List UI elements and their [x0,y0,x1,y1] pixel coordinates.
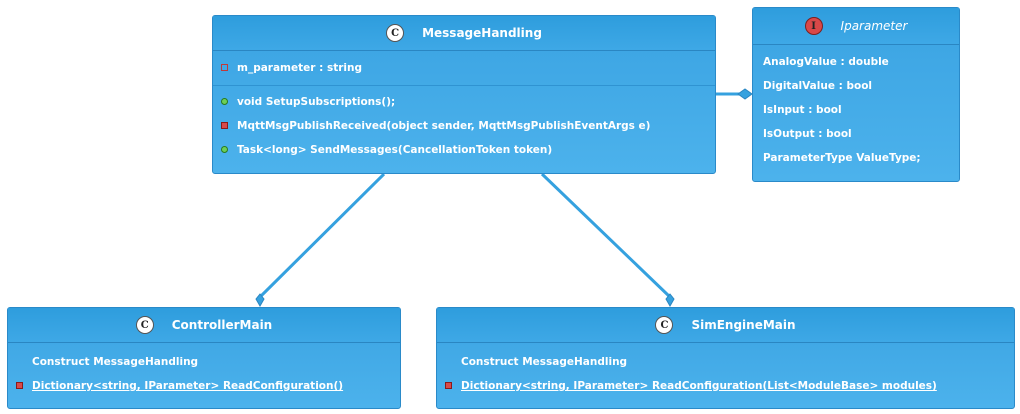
interface-iparameter[interactable]: I Iparameter AnalogValue : double Digita… [752,7,960,182]
fields-section: AnalogValue : double DigitalValue : bool… [753,45,959,170]
private-method-icon [445,382,452,389]
class-message-handling[interactable]: C MessageHandling m_parameter : string v… [212,15,716,174]
method-row: MqttMsgPublishReceived(object sender, Mq… [213,114,715,138]
members-section: Construct MessageHandling Dictionary<str… [437,343,1014,398]
method-row: Task<long> SendMessages(CancellationToke… [213,138,715,162]
class-header: C SimEngineMain [437,308,1014,343]
diamond-controllermain [255,293,265,308]
private-field-icon [221,64,228,71]
class-c-icon: C [655,316,674,334]
member-text: Construct MessageHandling [461,356,628,368]
field-row: ParameterType ValueType; [753,146,959,170]
field-text: m_parameter : string [237,62,362,74]
diamond-iparameter [737,88,753,100]
field-row: m_parameter : string [213,56,715,80]
public-method-icon [221,98,228,105]
field-text: DigitalValue : bool [763,80,873,92]
field-text: ParameterType ValueType; [763,152,921,164]
field-row: IsInput : bool [753,98,959,122]
member-row: Construct MessageHandling [8,350,400,374]
member-row: Dictionary<string, IParameter> ReadConfi… [8,374,400,398]
member-row: Dictionary<string, IParameter> ReadConfi… [437,374,1014,398]
private-method-icon [221,122,228,129]
class-header: C ControllerMain [8,308,400,343]
public-method-icon [221,146,228,153]
class-header: C MessageHandling [213,16,715,51]
class-header: I Iparameter [753,8,959,45]
methods-section: void SetupSubscriptions(); MqttMsgPublis… [213,86,715,162]
member-row: Construct MessageHandling [437,350,1014,374]
private-method-icon [16,382,23,389]
class-name: SimEngineMain [691,318,796,332]
edge-messagehandling-controllermain [258,172,386,299]
class-sim-engine-main[interactable]: C SimEngineMain Construct MessageHandlin… [436,307,1015,409]
class-c-icon: C [135,316,154,334]
edge-messagehandling-simenginemain [540,172,672,299]
field-text: IsOutput : bool [763,128,852,140]
method-text: MqttMsgPublishReceived(object sender, Mq… [237,120,651,132]
diamond-simenginemain [665,293,675,308]
method-text: void SetupSubscriptions(); [237,96,396,108]
method-row: void SetupSubscriptions(); [213,90,715,114]
field-text: IsInput : bool [763,104,842,116]
fields-section: m_parameter : string [213,51,715,86]
field-row: AnalogValue : double [753,50,959,74]
method-text: Task<long> SendMessages(CancellationToke… [237,144,553,156]
field-text: AnalogValue : double [763,56,889,68]
member-text: Dictionary<string, IParameter> ReadConfi… [32,380,344,392]
field-row: IsOutput : bool [753,122,959,146]
class-controller-main[interactable]: C ControllerMain Construct MessageHandli… [7,307,401,409]
class-name: ControllerMain [171,318,273,332]
field-row: DigitalValue : bool [753,74,959,98]
member-text: Dictionary<string, IParameter> ReadConfi… [461,380,937,392]
class-name: MessageHandling [422,26,542,40]
members-section: Construct MessageHandling Dictionary<str… [8,343,400,398]
member-text: Construct MessageHandling [32,356,199,368]
interface-name: Iparameter [840,19,908,33]
interface-i-icon: I [804,17,823,35]
class-c-icon: C [386,24,405,42]
